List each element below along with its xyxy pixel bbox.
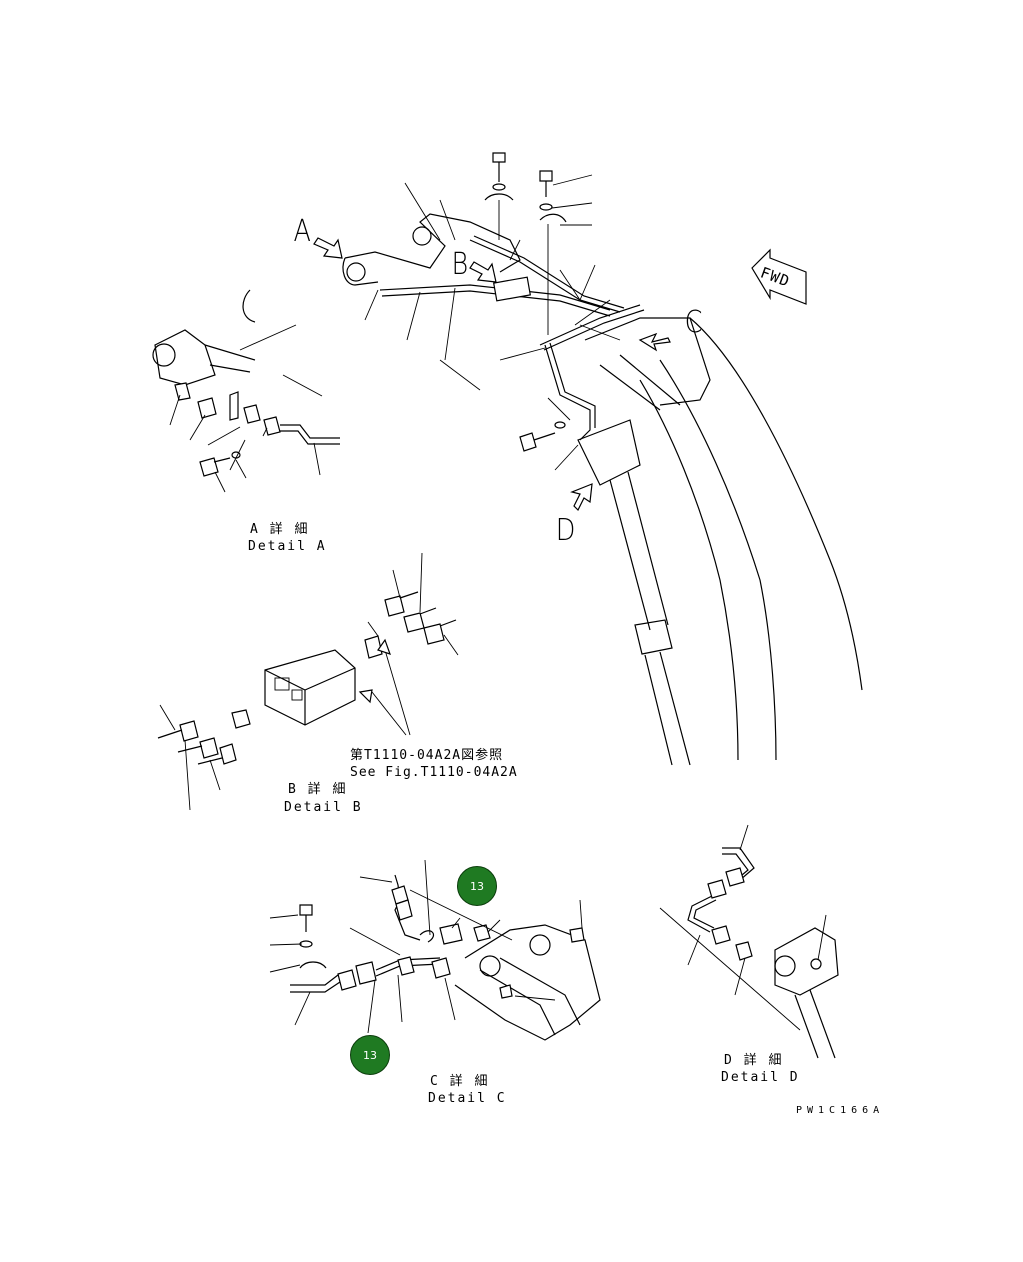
callout-a: A (293, 214, 311, 249)
detail-b-caption-en: Detail B (284, 800, 363, 815)
drawing-code: PW1C166A (796, 1105, 885, 1116)
detail-c-caption-jp: C 詳 細 (430, 1074, 490, 1089)
detail-a-caption-jp: A 詳 細 (250, 522, 310, 537)
boom-assembly (313, 152, 863, 766)
detail-d-drawing (659, 824, 839, 1059)
detail-c-drawing (269, 859, 601, 1041)
callout-b: B (451, 247, 469, 282)
callout-d: D (555, 513, 576, 548)
detail-b-drawing (157, 552, 459, 811)
detail-a-drawing (152, 289, 340, 493)
detail-b-caption-jp: B 詳 細 (288, 782, 348, 797)
part-number-badge[interactable]: 13 (457, 866, 497, 906)
detail-d-caption-en: Detail D (721, 1070, 800, 1085)
detail-d-caption-jp: D 詳 細 (724, 1053, 784, 1068)
callout-c: C (684, 305, 703, 340)
reference-en: See Fig.T1110-04A2A (350, 765, 518, 780)
detail-c-caption-en: Detail C (428, 1091, 507, 1106)
part-number-badge[interactable]: 13 (350, 1035, 390, 1075)
reference-jp: 第T1110-04A2A図参照 (350, 748, 504, 763)
detail-a-caption-en: Detail A (248, 539, 327, 554)
